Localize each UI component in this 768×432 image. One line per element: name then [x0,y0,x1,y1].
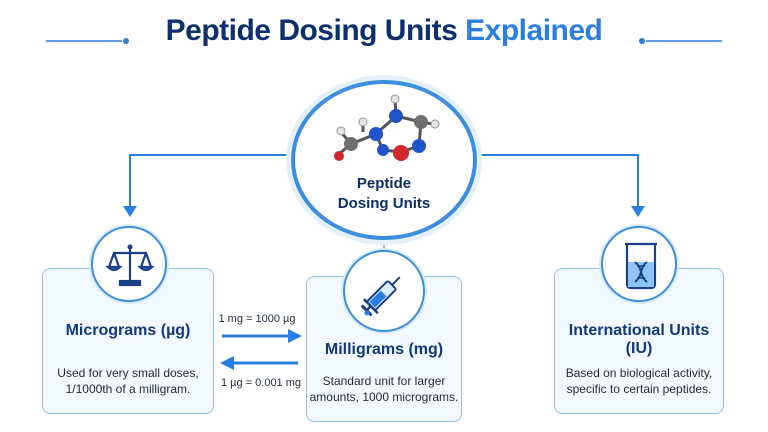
card-iu-desc-line2: specific to certain peptides. [566,382,712,396]
card-iu-title: International Units (IU) [568,322,710,357]
center-label-line2: Dosing Units [337,195,431,212]
title-main: Peptide Dosing Units [165,14,458,47]
iu-icon-circle [601,226,677,302]
card-micrograms-desc-line1: Used for very small doses, [57,366,199,380]
page-title: Peptide Dosing Units Explained [0,14,768,48]
card-iu-desc-line1: Based on biological activity, [565,366,713,380]
card-milligrams-title: Milligrams (mg) [324,341,444,358]
micrograms-icon-circle [91,226,167,302]
conversion-ug-to-mg: 1 µg = 0.001 mg [220,377,302,389]
milligrams-icon-circle [343,250,425,332]
title-accent: Explained [465,14,603,47]
conversion-mg-to-ug: 1 mg = 1000 µg [218,313,296,325]
syringe-icon [360,276,401,317]
card-micrograms-desc-line2: 1/1000th of a milligram. [65,382,191,396]
center-label-line1: Peptide [356,175,412,192]
card-milligrams-desc-line2: amounts, 1000 micrograms. [309,390,459,404]
molecule-icon [334,94,440,161]
balance-scale-icon [105,244,155,287]
center-node: Peptide Dosing Units [291,80,477,240]
beaker-dna-icon [625,242,657,290]
card-milligrams-desc-line1: Standard unit for larger [322,374,446,388]
card-micrograms-title: Micrograms (µg) [65,322,191,339]
